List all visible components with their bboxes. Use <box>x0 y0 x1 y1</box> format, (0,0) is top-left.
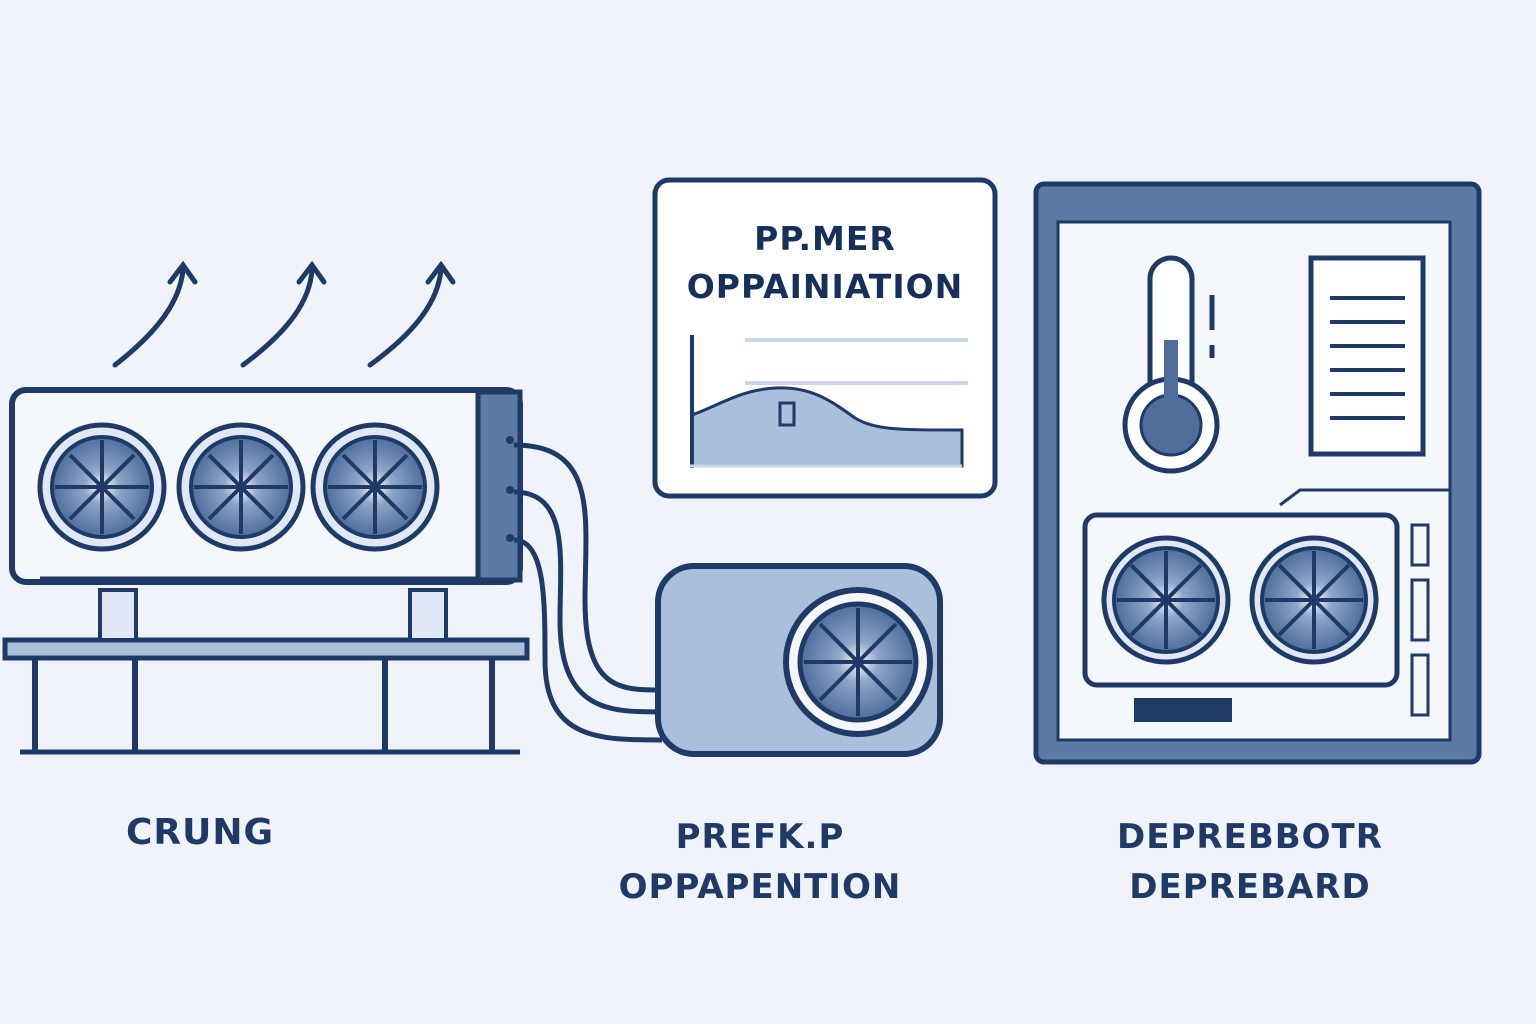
dual-fan-gpu <box>1082 512 1400 688</box>
caption-right: DEPREBBOTR DEPREBARD <box>1060 812 1440 912</box>
heat-arrow-icon <box>240 267 315 368</box>
fan-icon <box>1101 535 1231 665</box>
fan-icon <box>310 422 440 552</box>
info-panel <box>652 177 998 499</box>
caption-middle-line2: OPPAPENTION <box>618 867 902 907</box>
panel-title: PP.MER OPPAINIATION <box>660 215 990 311</box>
panel-title-line1: PP.MER <box>754 219 896 258</box>
fan-icon <box>797 601 919 723</box>
report-sheet-icon <box>1308 255 1426 457</box>
heat-arrow-icon <box>167 260 198 285</box>
cables <box>513 442 663 743</box>
triple-fan-gpu <box>2 387 530 755</box>
heat-arrow-icon <box>296 260 327 285</box>
caption-right-line1: DEPREBBOTR <box>1117 817 1383 857</box>
caption-left: CRUNG <box>125 812 275 853</box>
stand-top <box>2 637 530 661</box>
caption-right-line2: DEPREBARD <box>1129 867 1371 907</box>
thermometer-icon <box>1122 255 1220 474</box>
fan-icon <box>37 422 167 552</box>
caption-middle-line1: PREFK.P <box>675 817 845 857</box>
gpu-end-plate <box>475 389 523 583</box>
monitoring-cabinet <box>1033 181 1482 765</box>
fan-icon <box>1249 535 1379 665</box>
heat-arrow-icon <box>112 267 186 368</box>
fan-icon <box>176 422 306 552</box>
heat-arrow-icon <box>367 267 444 368</box>
caption-middle: PREFK.P OPPAPENTION <box>560 812 960 912</box>
panel-title-line2: OPPAINIATION <box>686 267 964 306</box>
pump-unit <box>655 563 943 757</box>
area-curve <box>690 386 964 468</box>
heat-arrows <box>112 260 456 368</box>
heat-arrow-icon <box>425 260 456 285</box>
